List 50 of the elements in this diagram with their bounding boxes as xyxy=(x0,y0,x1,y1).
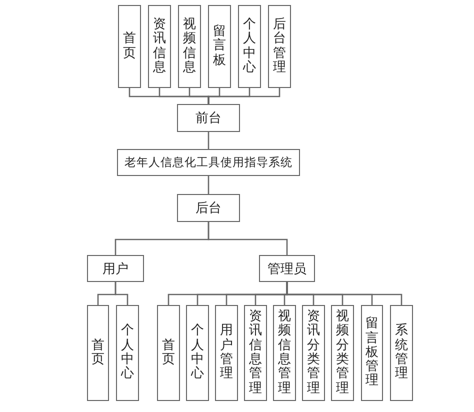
menu-item-box xyxy=(87,305,109,401)
menu-item-box xyxy=(331,305,354,401)
module-label: 资讯分类管理 xyxy=(307,310,320,396)
module-label: 资讯信息 xyxy=(153,18,166,76)
module-label: 系统管理 xyxy=(395,324,408,382)
module-label: 个人中心 xyxy=(191,324,204,382)
menu-item-box xyxy=(302,305,325,401)
menu-item-box xyxy=(186,305,209,401)
module-box xyxy=(259,255,315,282)
menu-item-box xyxy=(118,5,141,88)
module-label: 视频信息管理 xyxy=(278,310,291,396)
module-label: 首页 xyxy=(92,338,104,368)
module-label: 后台 xyxy=(196,200,222,217)
connector-line xyxy=(114,282,128,305)
module-label: 老年人信息化工具使用指导系统 xyxy=(124,155,292,170)
menu-item-box xyxy=(178,5,201,88)
module-label: 管理员 xyxy=(268,260,306,278)
menu-item-box xyxy=(148,5,171,88)
menu-item-box xyxy=(116,305,139,401)
module-label: 个人中心 xyxy=(121,324,134,382)
menu-item-box xyxy=(390,305,413,401)
menu-item-box xyxy=(244,305,267,401)
module-label: 留言板 xyxy=(213,25,226,68)
menu-item-box xyxy=(361,305,383,401)
module-label: 用户 xyxy=(102,260,128,278)
module-label: 首页 xyxy=(123,32,136,61)
module-label: 视频信息 xyxy=(183,18,196,76)
connector-line xyxy=(208,176,210,194)
module-label: 后台管理 xyxy=(273,18,286,76)
module-label: 视频分类管理 xyxy=(336,310,349,396)
module-label: 前台 xyxy=(196,110,222,127)
module-label: 用户管理 xyxy=(220,324,233,382)
module-label: 留言板管理 xyxy=(366,317,378,389)
module-label: 资讯信息管理 xyxy=(249,310,262,396)
menu-item-box xyxy=(208,5,231,88)
module-box xyxy=(87,255,144,282)
connector-line xyxy=(208,88,280,104)
menu-item-box xyxy=(268,5,291,88)
module-box xyxy=(177,104,240,132)
menu-item-box xyxy=(273,305,296,401)
module-box xyxy=(117,149,300,176)
connector-line xyxy=(208,132,210,149)
menu-item-box xyxy=(157,305,180,401)
module-box xyxy=(177,194,240,222)
connector-line xyxy=(286,282,402,305)
module-label: 首页 xyxy=(162,338,175,368)
menu-item-box xyxy=(238,5,261,88)
menu-item-box xyxy=(215,305,238,401)
module-label: 个人中心 xyxy=(243,18,256,76)
connector-line xyxy=(208,222,288,255)
